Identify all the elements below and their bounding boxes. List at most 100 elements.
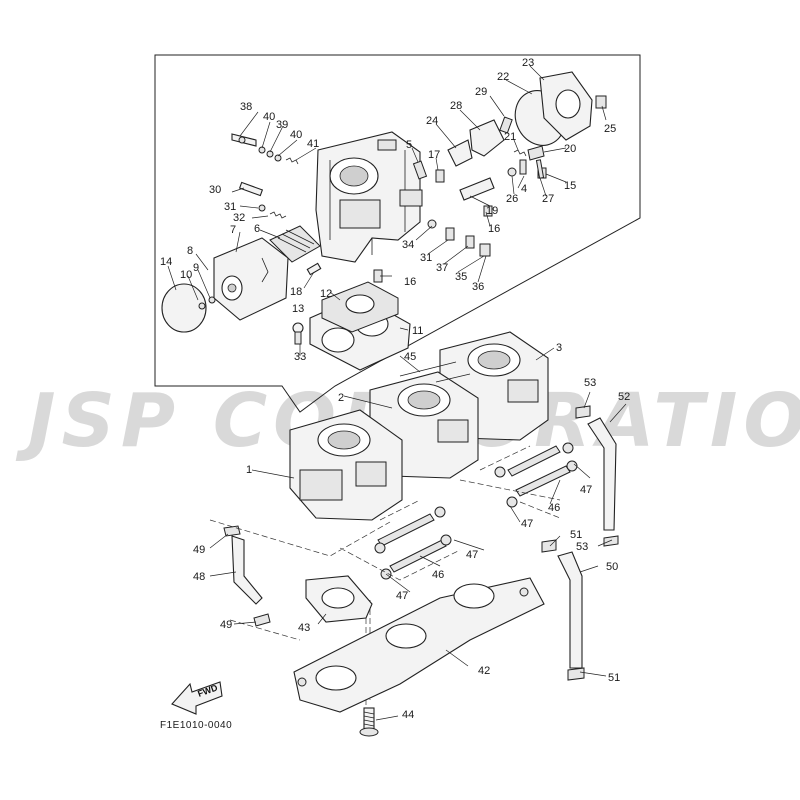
callout-18: 18 xyxy=(290,286,302,298)
callout-16a: 16 xyxy=(404,276,416,288)
callout-13: 13 xyxy=(292,303,304,315)
main-clamp-53a xyxy=(575,405,591,419)
callout-48: 48 xyxy=(193,571,205,583)
detail-pin-27 xyxy=(535,159,545,179)
callout-37: 37 xyxy=(436,262,448,274)
callout-36: 36 xyxy=(472,281,484,293)
main-hose-48 xyxy=(231,535,263,605)
callout-22: 22 xyxy=(497,71,509,83)
callout-20: 20 xyxy=(564,143,576,155)
callout-38: 38 xyxy=(240,101,252,113)
callout-41: 41 xyxy=(307,138,319,150)
callout-40b: 40 xyxy=(290,129,302,141)
callout-49b: 49 xyxy=(220,619,232,631)
detail-carburetor-body xyxy=(315,131,423,263)
detail-spring-32 xyxy=(269,211,287,219)
callout-12: 12 xyxy=(320,288,332,300)
main-hose-46a xyxy=(374,506,452,580)
callout-2: 2 xyxy=(338,392,344,404)
callout-28: 28 xyxy=(450,100,462,112)
callout-5: 5 xyxy=(406,139,412,151)
callout-47b: 47 xyxy=(521,518,533,530)
detail-screw-36 xyxy=(479,243,491,257)
callout-9: 9 xyxy=(193,262,199,274)
detail-fitting-18 xyxy=(306,262,322,276)
callout-50: 50 xyxy=(606,561,618,573)
callout-4: 4 xyxy=(521,183,527,195)
callout-51a: 51 xyxy=(570,529,582,541)
detail-clip-20 xyxy=(527,145,545,161)
callout-3: 3 xyxy=(556,342,562,354)
callout-11: 11 xyxy=(412,325,423,337)
main-link-45 xyxy=(399,361,471,383)
detail-screw-31b xyxy=(445,227,455,241)
detail-screw-38 xyxy=(231,133,257,147)
callout-31a: 31 xyxy=(224,201,236,213)
main-carburetor-1 xyxy=(289,409,403,521)
detail-washer-9 xyxy=(208,296,216,304)
callout-16b: 16 xyxy=(488,223,500,235)
detail-bracket-24 xyxy=(447,139,473,167)
callout-33: 33 xyxy=(294,351,306,363)
callout-53a: 53 xyxy=(584,377,596,389)
main-hose-52 xyxy=(587,417,617,531)
main-clamp-49b xyxy=(253,613,271,627)
main-clamp-53b xyxy=(603,535,619,547)
detail-lever-28 xyxy=(469,119,505,157)
callout-39: 39 xyxy=(276,119,288,131)
detail-ring-31a xyxy=(258,204,266,212)
callout-47d: 47 xyxy=(396,590,408,602)
main-gasket-43 xyxy=(305,575,373,623)
callout-40a: 40 xyxy=(263,111,275,123)
main-carburetor-2 xyxy=(369,371,479,479)
fwd-arrow-icon: FWD xyxy=(171,681,223,715)
callout-19: 19 xyxy=(486,205,498,217)
main-hose-50 xyxy=(557,551,583,669)
callout-15: 15 xyxy=(564,180,576,192)
detail-screw-25 xyxy=(595,95,607,109)
callout-1: 1 xyxy=(246,464,252,476)
detail-jet-19 xyxy=(459,177,495,201)
callout-31b: 31 xyxy=(420,252,432,264)
callout-23: 23 xyxy=(522,57,534,69)
callout-46b: 46 xyxy=(548,502,560,514)
detail-screw-5 xyxy=(412,160,428,180)
callout-51b: 51 xyxy=(608,672,620,684)
callout-45: 45 xyxy=(404,351,416,363)
main-bolt-44 xyxy=(359,707,379,737)
main-clamp-51b xyxy=(567,667,585,681)
callout-47a: 47 xyxy=(580,484,592,496)
callout-6: 6 xyxy=(254,223,260,235)
callout-17: 17 xyxy=(428,149,440,161)
callout-8: 8 xyxy=(187,245,193,257)
main-clamp-49a xyxy=(223,525,241,537)
detail-ring-39 xyxy=(266,150,274,158)
callout-26: 26 xyxy=(506,193,518,205)
detail-gasket-plate xyxy=(309,281,411,371)
callout-35: 35 xyxy=(455,271,467,283)
callouts: 38 40 39 40 41 30 31 32 6 7 8 9 10 14 18… xyxy=(160,57,630,721)
detail-frame xyxy=(154,54,641,413)
detail-pump-cover xyxy=(213,237,289,321)
callout-30: 30 xyxy=(209,184,221,196)
detail-screw-37 xyxy=(465,235,475,249)
callout-34: 34 xyxy=(402,239,414,251)
detail-ring-40b xyxy=(274,154,282,162)
detail-plug-16b xyxy=(483,205,493,217)
detail-screw-13 xyxy=(292,322,304,345)
detail-ring-26 xyxy=(507,167,517,177)
callout-14: 14 xyxy=(160,256,172,268)
callout-29: 29 xyxy=(475,86,487,98)
callout-47c: 47 xyxy=(466,549,478,561)
diagram-code: F1E1010-0040 xyxy=(160,720,232,731)
detail-screw-30 xyxy=(238,181,264,197)
detail-spring-21 xyxy=(513,149,527,157)
callout-7: 7 xyxy=(230,224,236,236)
callout-24: 24 xyxy=(426,115,438,127)
main-manifold-42 xyxy=(293,577,545,713)
callout-42: 42 xyxy=(478,665,490,677)
callout-49a: 49 xyxy=(193,544,205,556)
callout-21: 21 xyxy=(504,131,516,143)
detail-spring-41 xyxy=(285,157,299,165)
